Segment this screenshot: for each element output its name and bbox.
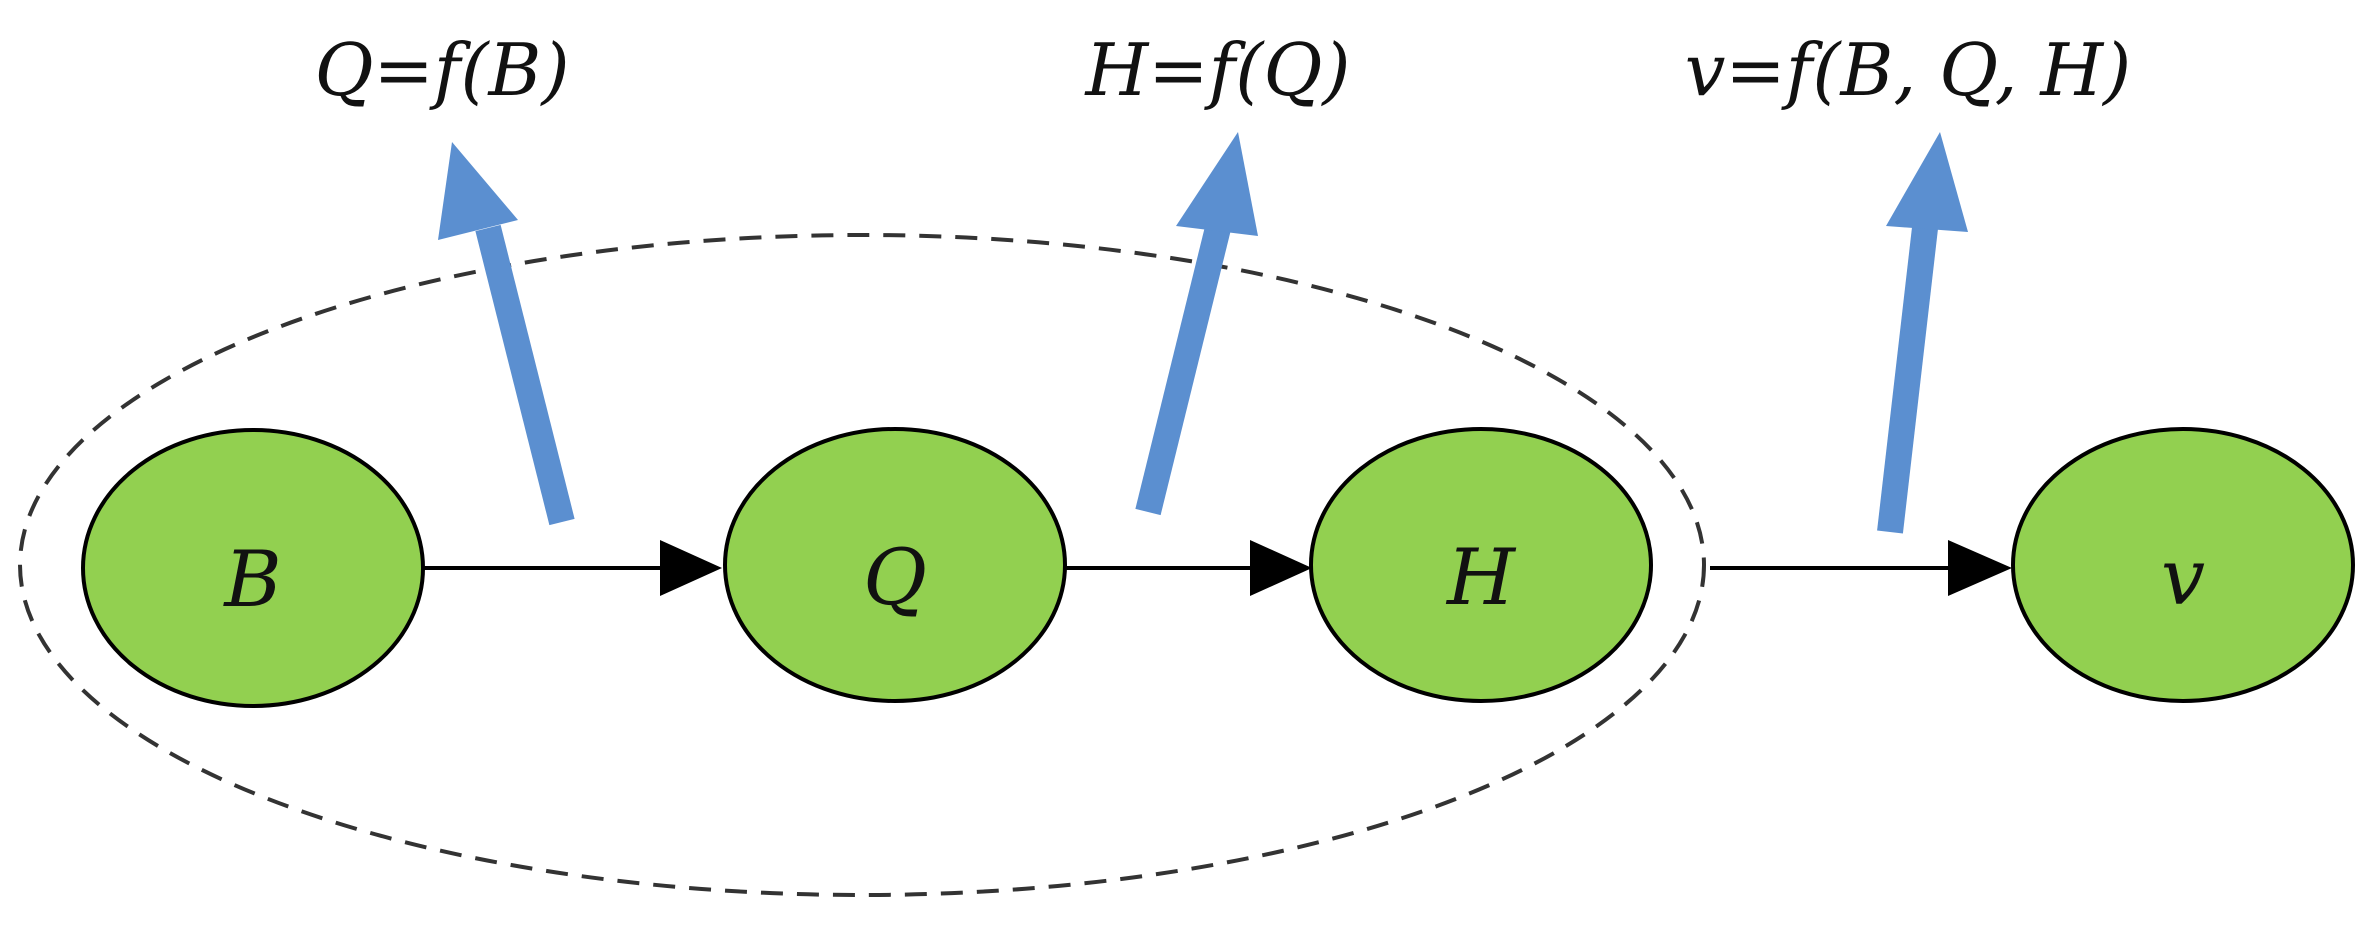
node-q-label: Q — [863, 533, 927, 623]
formula-h-of-q: H=f(Q) — [1084, 28, 1351, 112]
node-v: v — [2011, 427, 2355, 703]
formula-q-of-b: Q=f(B) — [314, 28, 569, 112]
group-boundary-bqh — [18, 233, 1706, 897]
node-h-label: H — [1445, 533, 1517, 623]
node-v-label: v — [2161, 533, 2205, 623]
blue-arrow-h-of-q — [1135, 132, 1258, 516]
formula-v-of-bqh: v=f(B, Q, H) — [1685, 28, 2132, 112]
node-b: B — [81, 428, 425, 708]
blue-arrow-v-of-bqh — [1877, 132, 1968, 534]
edge-b-to-q — [422, 540, 722, 596]
edge-q-to-h — [1066, 540, 1312, 596]
node-b-label: B — [222, 535, 281, 625]
blue-arrow-q-of-b — [438, 142, 575, 526]
node-q: Q — [723, 427, 1067, 703]
edge-h-to-v — [1710, 540, 2012, 596]
node-h: H — [1309, 427, 1653, 703]
